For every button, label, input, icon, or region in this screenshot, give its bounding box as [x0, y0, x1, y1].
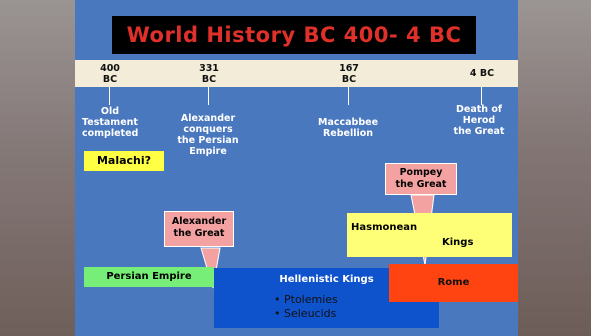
timeline-tick	[208, 87, 209, 105]
event-line: Empire	[189, 146, 227, 157]
callout-line: the Great	[173, 228, 225, 239]
event-line: completed	[82, 128, 139, 139]
timeline-label-400bc: 400 BC	[92, 60, 128, 87]
year-number: 400	[100, 62, 120, 74]
hasmonean-label: Hasmonean	[351, 222, 418, 233]
year-number: 167	[339, 62, 359, 74]
year-suffix: BC	[201, 73, 217, 85]
timeline-tick	[481, 87, 482, 105]
list-item: • Seleucids	[274, 307, 337, 320]
timeline-label-4bc: 4 BC	[460, 60, 504, 87]
list-item-text: Seleucids	[284, 307, 337, 320]
hellenistic-title: Hellenistic Kings	[279, 274, 374, 285]
event-alexander-conquers: Alexander conquers the Persian Empire	[172, 113, 244, 157]
callout-line: Pompey	[399, 167, 443, 178]
event-line: conquers	[183, 124, 233, 135]
event-line: Rebellion	[322, 128, 374, 139]
callout-line: Alexander	[171, 216, 227, 227]
list-item: • Ptolemies	[274, 293, 338, 306]
alexander-callout: Alexander the Great	[164, 211, 234, 247]
event-line: the Persian	[177, 135, 239, 146]
timeline-label-331bc: 331 BC	[191, 60, 227, 87]
malachi-label: Malachi?	[84, 151, 164, 171]
year-suffix: BC	[102, 73, 118, 85]
hellenistic-list: • Ptolemies • Seleucids	[274, 293, 338, 321]
year-number: 4 BC	[469, 68, 495, 79]
year-number: 331	[199, 62, 219, 74]
callout-line: the Great	[395, 179, 447, 190]
event-death-of-herod: Death of Herod the Great	[446, 104, 512, 137]
event-line: Death of	[455, 104, 502, 115]
slide-title: World History BC 400- 4 BC	[112, 16, 476, 54]
pompey-callout: Pompey the Great	[385, 163, 457, 195]
year-suffix: BC	[341, 73, 357, 85]
event-line: Herod	[462, 115, 496, 126]
event-line: Old	[100, 106, 120, 117]
event-old-testament: Old Testament completed	[82, 106, 138, 139]
list-item-text: Ptolemies	[284, 293, 338, 306]
kings-label: Kings	[442, 237, 474, 248]
rome-box: Rome	[389, 264, 518, 302]
background-right	[518, 0, 591, 336]
event-line: Alexander	[180, 113, 236, 124]
event-maccabbee-rebellion: Maccabbee Rebellion	[308, 117, 388, 139]
event-line: the Great	[453, 126, 505, 137]
event-line: Testament	[82, 117, 138, 128]
timeline-tick	[348, 87, 349, 105]
hasmonean-kings-box: Hasmonean Kings	[347, 213, 512, 257]
background-left	[0, 0, 75, 336]
timeline-label-167bc: 167 BC	[331, 60, 367, 87]
timeline-bar	[75, 60, 518, 87]
event-line: Maccabbee	[317, 117, 379, 128]
timeline-tick	[109, 87, 110, 105]
persian-empire-bar: Persian Empire	[84, 267, 214, 287]
